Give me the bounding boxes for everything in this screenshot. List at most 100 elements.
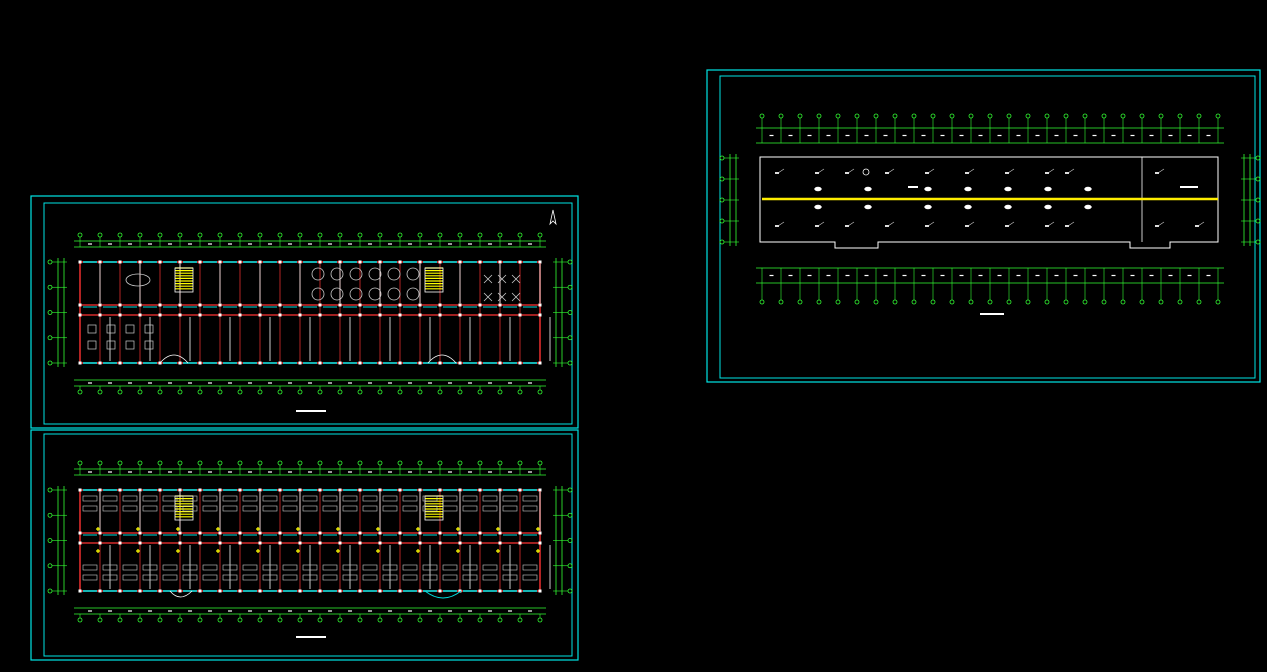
dimension-text-mark: [308, 471, 312, 473]
ceiling-light: [924, 204, 932, 210]
dimension-text-mark: [788, 134, 793, 137]
dimension-text-mark: [328, 243, 332, 245]
dimension-text-mark: [428, 382, 432, 384]
lighting-plan-body: [719, 113, 1261, 305]
dimension-text-mark: [1111, 274, 1116, 277]
dimension-text-mark: [1111, 134, 1116, 137]
structural-column: [538, 303, 542, 307]
structural-column: [98, 303, 102, 307]
structural-column: [478, 541, 482, 545]
dimension-text-mark: [188, 243, 192, 245]
fixture-tag: [1045, 225, 1049, 227]
dimension-text-mark: [788, 274, 793, 277]
structural-column: [98, 313, 102, 317]
structural-column: [158, 541, 162, 545]
structural-column: [178, 589, 182, 593]
floor-plan-body: [47, 460, 573, 623]
dimension-text-mark: [428, 471, 432, 473]
bed: [202, 574, 218, 581]
fixture-tag: [1195, 225, 1199, 227]
dimension-text-mark: [228, 243, 232, 245]
dimension-text-mark: [228, 382, 232, 384]
bed: [402, 505, 418, 512]
bed: [262, 495, 278, 502]
bed: [302, 495, 318, 502]
ceiling-light: [1044, 186, 1052, 192]
bed: [142, 505, 158, 512]
structural-column: [78, 313, 82, 317]
dimension-text-mark: [508, 382, 512, 384]
dimension-text-mark: [268, 610, 272, 612]
dimension-text-mark: [468, 471, 472, 473]
structural-column: [278, 303, 282, 307]
structural-column: [78, 361, 82, 365]
dimension-text-mark: [488, 471, 492, 473]
bath-fixture: [336, 527, 340, 531]
fixture-tag: [1065, 172, 1069, 174]
bath-fixture: [336, 549, 340, 553]
bed: [502, 495, 518, 502]
bed: [422, 564, 438, 571]
distribution-panel-symbol: [862, 168, 870, 176]
dimension-text-mark: [902, 274, 907, 277]
lounge-seat: [511, 292, 521, 302]
fixture-tag: [885, 172, 889, 174]
structural-column: [238, 589, 242, 593]
dimension-text-mark: [408, 471, 412, 473]
structural-column: [518, 541, 522, 545]
dimension-text-mark: [248, 243, 252, 245]
structural-column: [378, 303, 382, 307]
dimension-text-mark: [1092, 274, 1097, 277]
structural-column: [238, 361, 242, 365]
dimension-text-mark: [168, 243, 172, 245]
structural-column: [158, 589, 162, 593]
structural-column: [498, 488, 502, 492]
dimension-text-mark: [128, 610, 132, 612]
dimension-text-mark: [248, 382, 252, 384]
round-dining-table: [406, 267, 420, 281]
bed: [302, 564, 318, 571]
bath-fixture: [296, 527, 300, 531]
dimension-text-mark: [488, 382, 492, 384]
dimension-text-mark: [328, 471, 332, 473]
structural-column: [98, 531, 102, 535]
structural-column: [78, 589, 82, 593]
bed: [102, 505, 118, 512]
structural-column: [138, 531, 142, 535]
structural-column: [318, 589, 322, 593]
bed: [502, 564, 518, 571]
structural-column: [198, 531, 202, 535]
fixture-tag: [965, 172, 969, 174]
dimension-text-mark: [148, 382, 152, 384]
structural-column: [238, 488, 242, 492]
dimension-text-mark: [308, 610, 312, 612]
bed: [382, 505, 398, 512]
structural-column: [78, 303, 82, 307]
bed: [142, 564, 158, 571]
fixture-tag: [1005, 172, 1009, 174]
desk: [106, 324, 116, 334]
dimension-text-mark: [997, 134, 1002, 137]
bed: [322, 574, 338, 581]
structural-column: [418, 303, 422, 307]
structural-column: [218, 531, 222, 535]
bed: [462, 495, 478, 502]
round-dining-table: [406, 287, 420, 301]
dimension-text-mark: [488, 610, 492, 612]
structural-column: [318, 303, 322, 307]
bed: [342, 505, 358, 512]
bath-fixture: [536, 549, 540, 553]
dimension-text-mark: [1054, 274, 1059, 277]
structural-column: [298, 303, 302, 307]
dimension-text-mark: [108, 243, 112, 245]
dimension-text-mark: [508, 610, 512, 612]
bath-fixture: [496, 549, 500, 553]
bed: [422, 574, 438, 581]
structural-column: [478, 589, 482, 593]
desk: [125, 324, 135, 334]
structural-column: [318, 361, 322, 365]
structural-column: [478, 313, 482, 317]
structural-column: [98, 488, 102, 492]
dimension-text-mark: [148, 610, 152, 612]
structural-column: [358, 488, 362, 492]
